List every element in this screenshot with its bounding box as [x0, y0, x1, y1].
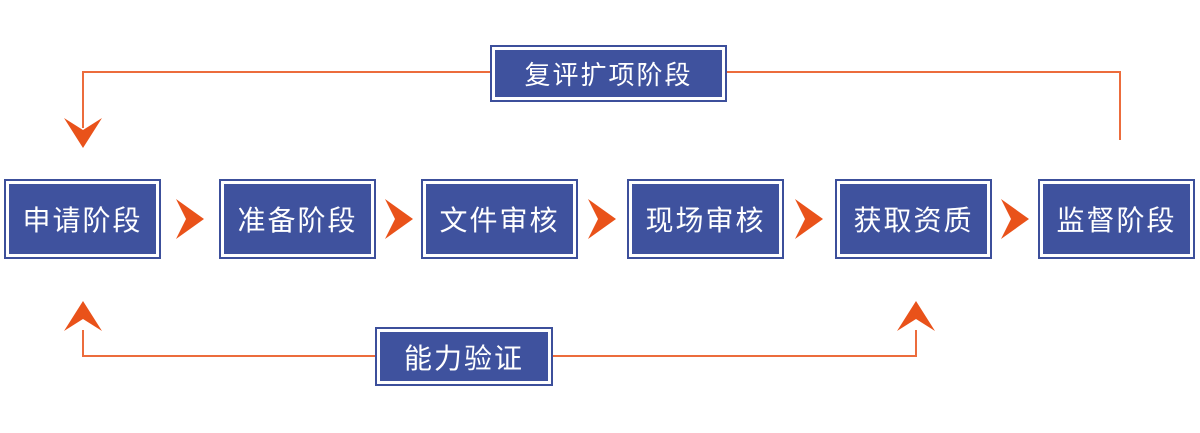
feedback-box-capability-verification: 能力验证 [375, 327, 553, 386]
bottom-feedback-line-right-vertical [915, 330, 917, 357]
flow-chevron-right-icon [1001, 199, 1029, 239]
feedback-label: 复评扩项阶段 [495, 50, 722, 97]
flow-chevron-right-icon [176, 199, 204, 239]
stage-label: 监督阶段 [1043, 184, 1190, 254]
flow-chevron-right-icon [385, 199, 413, 239]
stage-label: 准备阶段 [224, 184, 371, 254]
stage-box-document-review: 文件审核 [421, 179, 578, 259]
stage-label: 文件审核 [426, 184, 573, 254]
stage-box-preparation: 准备阶段 [219, 179, 376, 259]
bottom-feedback-line-left-vertical [82, 330, 84, 357]
feedback-label: 能力验证 [380, 332, 548, 381]
stage-box-onsite-review: 现场审核 [627, 179, 784, 259]
stage-box-supervision: 监督阶段 [1038, 179, 1195, 259]
arrow-up-icon [897, 301, 935, 331]
arrow-up-icon [64, 301, 102, 331]
stage-box-obtain-qualification: 获取资质 [835, 179, 992, 259]
flow-chevron-right-icon [588, 199, 616, 239]
top-feedback-line-left-vertical [82, 71, 84, 128]
stage-box-application: 申请阶段 [4, 179, 161, 259]
arrow-down-icon [64, 118, 102, 148]
feedback-box-reassessment-expansion: 复评扩项阶段 [490, 45, 727, 102]
top-feedback-line-right-vertical [1119, 71, 1121, 140]
flow-chevron-right-icon [795, 199, 823, 239]
stage-label: 申请阶段 [9, 184, 156, 254]
stage-label: 现场审核 [632, 184, 779, 254]
stage-label: 获取资质 [840, 184, 987, 254]
